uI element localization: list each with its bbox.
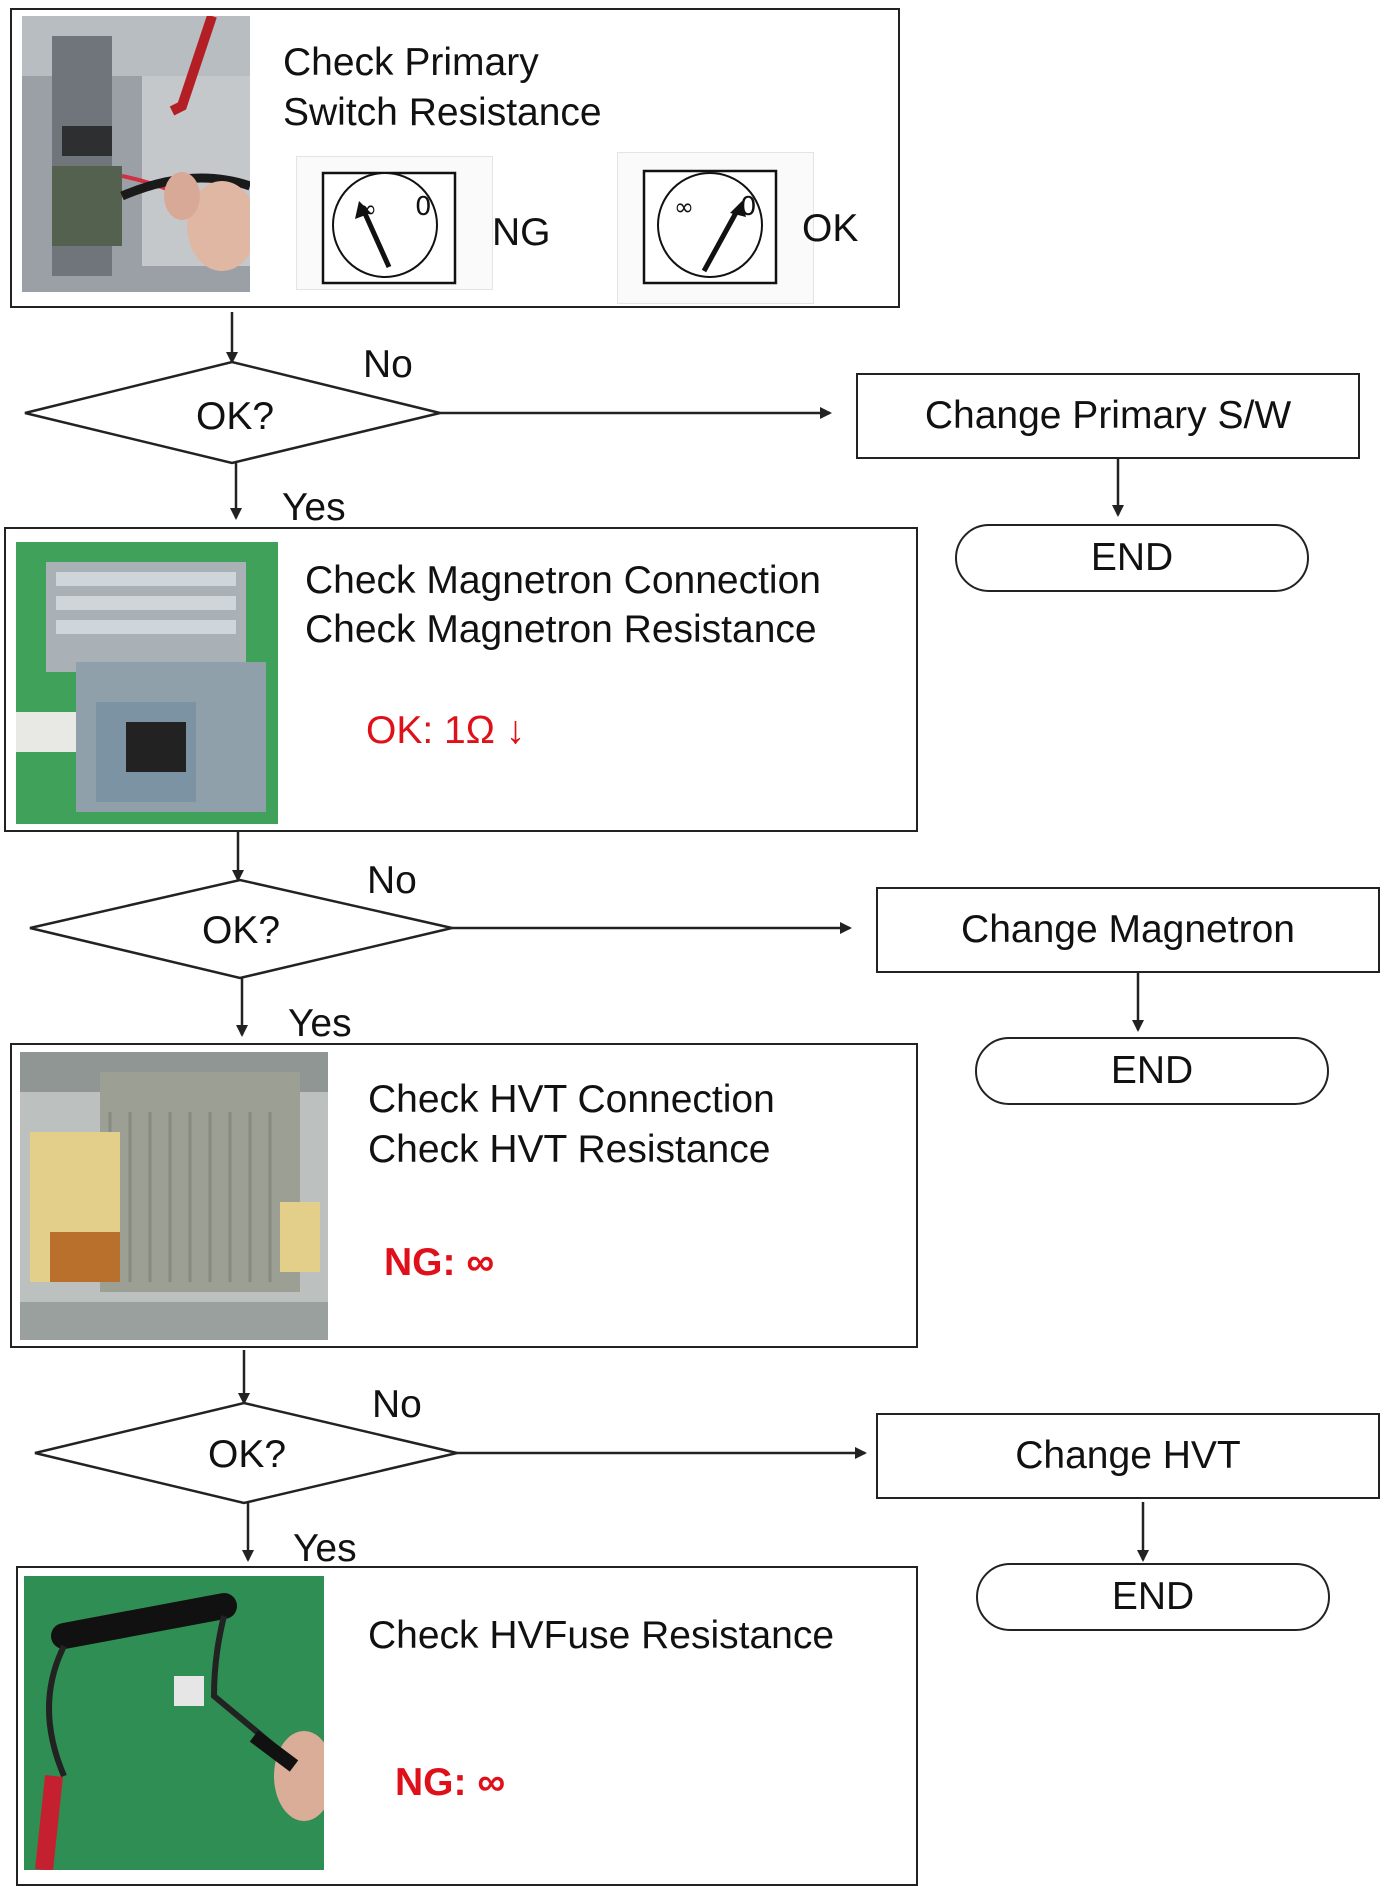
action-change-primary-switch: Change Primary S/W	[856, 373, 1360, 459]
step4-title: Check HVFuse Resistance	[368, 1614, 835, 1657]
magnetron-photo	[16, 542, 278, 824]
step4-note: NG: ∞	[395, 1761, 506, 1804]
end1-label: END	[1090, 536, 1174, 579]
action2-label: Change Magnetron	[961, 908, 1295, 951]
step2-title-line2: Check Magnetron Resistance	[305, 608, 817, 651]
step1-title-line2: Switch Resistance	[283, 91, 602, 134]
meter-ok-dial: ∞ 0	[617, 152, 814, 304]
end2-label: END	[1110, 1049, 1194, 1092]
meter-ok-infinity: ∞	[674, 193, 694, 221]
end3-label: END	[1111, 1575, 1195, 1618]
action-change-magnetron: Change Magnetron	[876, 887, 1380, 973]
action1-label: Change Primary S/W	[924, 394, 1292, 437]
decision1-label: OK?	[196, 395, 275, 438]
hvfuse-photo	[24, 1576, 324, 1870]
meter-ng-zero: 0	[415, 192, 432, 222]
decision2-label: OK?	[202, 909, 281, 952]
step1-title-line1: Check Primary	[283, 41, 539, 84]
decision3-yes: Yes	[293, 1527, 357, 1570]
decision2-no: No	[367, 859, 417, 902]
step3-title-line1: Check HVT Connection	[368, 1078, 775, 1121]
end-terminal-1: END	[955, 524, 1309, 592]
meter-ng-label: NG	[492, 211, 551, 254]
meter-ng-dial: ∞ 0	[296, 156, 493, 290]
decision2-yes: Yes	[288, 1002, 352, 1045]
end-terminal-2: END	[975, 1037, 1329, 1105]
step2-title-line1: Check Magnetron Connection	[305, 559, 821, 602]
step3-note: NG: ∞	[384, 1241, 495, 1284]
step3-title-line2: Check HVT Resistance	[368, 1128, 771, 1171]
decision3-no: No	[372, 1383, 422, 1426]
end-terminal-3: END	[976, 1563, 1330, 1631]
primary-switch-photo	[22, 16, 250, 292]
decision1-no: No	[363, 343, 413, 386]
decision1-yes: Yes	[282, 486, 346, 529]
action-change-hvt: Change HVT	[876, 1413, 1380, 1499]
hvt-photo	[20, 1052, 328, 1340]
decision3-label: OK?	[208, 1433, 287, 1476]
meter-ok-label: OK	[802, 207, 859, 250]
action3-label: Change HVT	[1015, 1434, 1241, 1477]
step2-note: OK: 1Ω ↓	[366, 709, 526, 752]
